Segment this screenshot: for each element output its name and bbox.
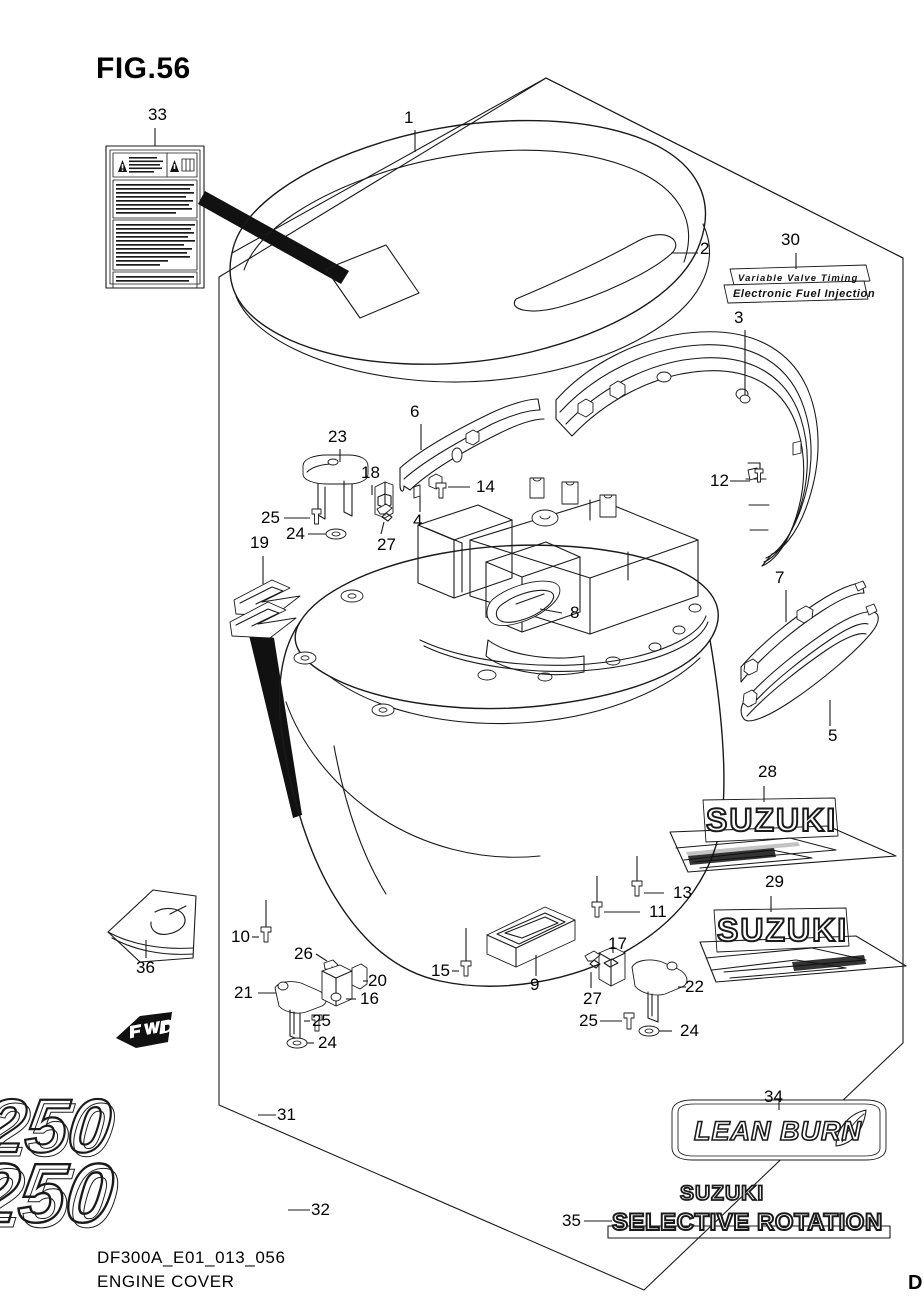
- part-28-decal-suzuki-upper: [669, 786, 897, 873]
- callout-14: 14: [476, 477, 495, 496]
- callout-4: 4: [413, 511, 423, 530]
- callout-16: 16: [360, 989, 379, 1008]
- callout-12: 12: [710, 471, 729, 490]
- footer-name: ENGINE COVER: [97, 1272, 235, 1291]
- callout-26: 26: [294, 944, 313, 963]
- part-15-screw: [452, 928, 472, 977]
- callout-18: 18: [361, 463, 380, 482]
- part-27-screw-right: [584, 950, 601, 988]
- part-4-leader: [413, 484, 421, 512]
- callout-24: 24: [680, 1021, 699, 1040]
- part-5-lower-trim: [740, 603, 879, 722]
- callout-21: 21: [234, 983, 253, 1002]
- corner-mark: D: [908, 1272, 923, 1294]
- callout-13: 13: [673, 883, 692, 902]
- callout-29: 29: [765, 872, 784, 891]
- part-34-decal-lean-burn: [671, 1099, 887, 1161]
- part-24-washer-upper: [308, 528, 347, 540]
- part-24-washer-left: [286, 1037, 314, 1049]
- callout-25: 25: [579, 1011, 598, 1030]
- callout-30: 30: [781, 230, 800, 249]
- fwd-direction-marker: [116, 1012, 173, 1048]
- part-25-bolt-left: [304, 1014, 323, 1032]
- part-30-decal-vvt-efi: [723, 253, 871, 304]
- part-36-protector-sheet: [107, 889, 197, 963]
- callout-1: 1: [404, 108, 414, 127]
- callout-3: 3: [734, 308, 744, 327]
- part-13-screw: [631, 856, 664, 897]
- part-9-pad: [486, 906, 576, 976]
- callout-8: 8: [570, 603, 580, 622]
- part-33-warning-label: [105, 128, 205, 289]
- callout-27: 27: [377, 535, 396, 554]
- callout-32: 32: [311, 1200, 330, 1219]
- part-lower-cover-body: [278, 544, 725, 987]
- part-25-bolt-right: [600, 1012, 635, 1030]
- part-16-bracket-left: [321, 964, 356, 1007]
- callout-9: 9: [530, 975, 540, 994]
- callout-10: 10: [231, 927, 250, 946]
- callout-24: 24: [318, 1033, 337, 1052]
- callout-19: 19: [250, 533, 269, 552]
- part-12-screw: [747, 462, 764, 483]
- callout-36: 36: [136, 958, 155, 977]
- callout-27: 27: [583, 989, 602, 1008]
- part-3-rear-seal: [555, 331, 819, 567]
- leader-lines: [339, 130, 831, 726]
- part-27-screw-upper: [376, 503, 393, 535]
- warning-label-content: [112, 152, 198, 288]
- callout-17: 17: [608, 934, 627, 953]
- callout-2: 2: [700, 239, 710, 258]
- callout-7: 7: [775, 568, 785, 587]
- callout-5: 5: [828, 726, 838, 745]
- callout-24: 24: [286, 524, 305, 543]
- part-35-decal-selective-rotation: [584, 1220, 891, 1239]
- callout-33: 33: [148, 105, 167, 124]
- callout-11: 11: [649, 902, 667, 921]
- part-24-washer-right: [638, 1025, 672, 1037]
- callout-25: 25: [261, 508, 280, 527]
- placement-arrow-upper: [198, 191, 349, 284]
- callout-28: 28: [758, 762, 777, 781]
- part-14-screw: [435, 482, 470, 499]
- part-6-front-seal: [399, 398, 545, 499]
- engine-block-detail: [417, 477, 699, 676]
- part-20-stopper-left: [351, 963, 368, 990]
- callout-35: 35: [562, 1211, 581, 1230]
- callout-25: 25: [312, 1011, 331, 1030]
- callout-6: 6: [410, 402, 420, 421]
- callout-31: 31: [277, 1105, 296, 1124]
- part-29-decal-suzuki-lower: [699, 896, 907, 983]
- part-17-bracket-right: [598, 946, 626, 987]
- figure-title: FIG.56: [96, 52, 191, 85]
- part-7-upper-trim: [740, 580, 867, 683]
- footer-code: DF300A_E01_013_056: [97, 1248, 286, 1267]
- part-10-screw: [252, 900, 272, 943]
- part-23-bracket: [302, 454, 369, 520]
- part-25-bolt-upper: [284, 508, 322, 525]
- callout-22: 22: [685, 977, 704, 996]
- part-1-upper-cover: [229, 77, 904, 383]
- part-19-suzuki-s-emblem: [229, 556, 301, 639]
- callout-23: 23: [328, 427, 347, 446]
- part-22-hook-right: [631, 959, 688, 1023]
- callout-34: 34: [764, 1087, 783, 1106]
- callout-20: 20: [368, 971, 387, 990]
- callout-15: 15: [431, 961, 450, 980]
- part-11-screw: [591, 876, 640, 918]
